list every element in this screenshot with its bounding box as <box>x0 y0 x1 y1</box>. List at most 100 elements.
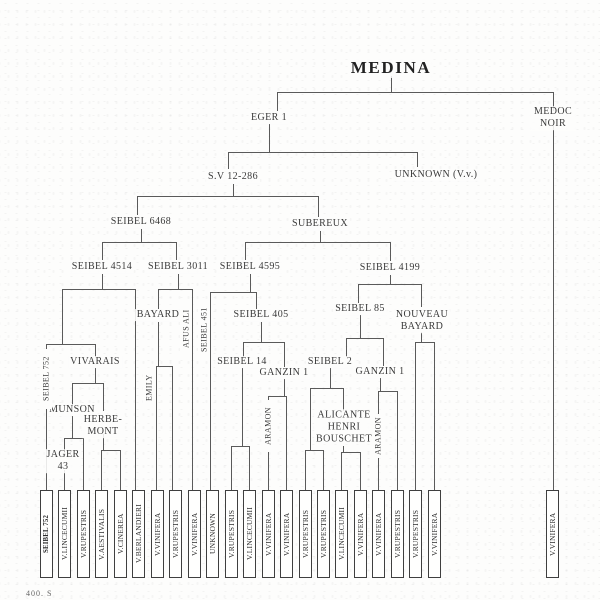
connector-line <box>380 378 381 392</box>
vertical-label-seibel-752: SEIBEL 752 <box>40 349 52 409</box>
connector-line <box>102 274 103 290</box>
connector-line <box>415 342 435 343</box>
leaf-box-v-lincecumii: V.LINCECUMII <box>58 490 71 578</box>
node-seibel-6468: SEIBEL 6468 <box>108 216 174 228</box>
connector-line <box>95 368 96 384</box>
node-medoc-noir: MEDOC NOIR <box>529 106 577 130</box>
connector-line <box>434 342 435 490</box>
node-herbe-mont: HERBE- MONT <box>81 414 125 438</box>
connector-line <box>277 92 554 93</box>
node-bayard: BAYARD <box>134 309 182 321</box>
connector-line <box>228 152 418 153</box>
connector-line <box>46 344 47 350</box>
connector-line <box>46 408 47 490</box>
connector-line <box>323 450 324 490</box>
node-nouveau-bayard: NOUVEAU BAYARD <box>393 309 451 333</box>
connector-line <box>64 438 65 453</box>
connector-line <box>72 383 104 384</box>
leaf-box-v-vinifera: V.VINIFERA <box>354 490 367 578</box>
node-medina: MEDINA <box>348 57 434 79</box>
connector-line <box>231 446 250 447</box>
connector-line <box>341 452 361 453</box>
connector-line <box>102 242 103 260</box>
node-seibel-14: SEIBEL 14 <box>215 356 269 368</box>
leaf-box-v-vinifera: V.VINIFERA <box>188 490 201 578</box>
leaf-box-v-vinifera: V.VINIFERA <box>428 490 441 578</box>
connector-line <box>192 289 193 490</box>
connector-line <box>341 452 342 490</box>
leaf-box-v-rupestris: V.RUPESTRIS <box>409 490 422 578</box>
connector-line <box>277 92 278 111</box>
connector-line <box>103 434 104 450</box>
node-alicante-henri-bouschet: ALICANTE HENRI BOUSCHET <box>314 409 374 445</box>
connector-line <box>243 342 285 343</box>
leaf-box-v-berlandieri: V.BERLANDIERI <box>132 490 145 578</box>
connector-line <box>310 388 311 450</box>
connector-line <box>397 391 398 490</box>
connector-line <box>390 242 391 261</box>
connector-line <box>310 388 344 389</box>
leaf-box-v-vinifera: V.VINIFERA <box>151 490 164 578</box>
connector-line <box>358 284 359 303</box>
vertical-label-seibel-451: SEIBEL 451 <box>198 299 210 361</box>
connector-line <box>103 383 104 411</box>
leaf-box-v-vinifera: V.VINIFERA <box>372 490 385 578</box>
connector-line <box>250 274 251 292</box>
connector-line <box>156 366 157 490</box>
vertical-label-afus-ali: AFUS ALI <box>180 303 192 355</box>
connector-line <box>46 344 96 345</box>
connector-line <box>268 396 287 397</box>
connector-line <box>64 438 84 439</box>
connector-line <box>268 396 269 402</box>
node-seibel-405: SEIBEL 405 <box>231 309 291 321</box>
connector-line <box>135 289 136 490</box>
node-ganzin-1: GANZIN 1 <box>353 366 407 378</box>
connector-line <box>360 315 361 339</box>
connector-line <box>172 366 173 490</box>
connector-line <box>383 338 384 366</box>
connector-line <box>421 284 422 307</box>
node-subereux: SUBEREUX <box>290 218 350 230</box>
connector-line <box>318 196 319 217</box>
connector-line <box>417 152 418 167</box>
connector-line <box>137 196 138 215</box>
caption-fragment: 400. S <box>26 589 53 598</box>
node-seibel-3011: SEIBEL 3011 <box>145 261 211 273</box>
connector-line <box>378 391 379 414</box>
connector-line <box>101 450 121 451</box>
leaf-box-v-rupestris: V.RUPESTRIS <box>225 490 238 578</box>
connector-line <box>343 446 344 453</box>
vertical-label-aramon: ARAMON <box>262 400 274 452</box>
connector-line <box>261 322 262 343</box>
node-eger-1: EGER 1 <box>248 112 290 124</box>
connector-line <box>305 450 324 451</box>
connector-line <box>269 124 270 153</box>
node-munson: MUNSON <box>47 404 97 416</box>
connector-line <box>95 344 96 357</box>
connector-line <box>72 383 73 405</box>
connector-line <box>83 438 84 490</box>
connector-line <box>245 242 246 260</box>
connector-line <box>378 391 398 392</box>
leaf-box-v-cinerea: V.CINEREA <box>114 490 127 578</box>
connector-line <box>284 342 285 367</box>
connector-line <box>210 292 211 490</box>
leaf-box-v-lincecumii: V.LINCECUMII <box>335 490 348 578</box>
connector-line <box>249 446 250 490</box>
connector-line <box>343 388 344 411</box>
connector-line <box>158 322 159 367</box>
leaf-box-v-rupestris: V.RUPESTRIS <box>317 490 330 578</box>
leaf-box-v-vinifera: V.VINIFERA <box>262 490 275 578</box>
vertical-label-aramon: ARAMON <box>372 414 384 458</box>
leaf-box-seibel-752: SEIBEL 752 <box>40 490 53 578</box>
node-seibel-2: SEIBEL 2 <box>305 356 355 368</box>
connector-line <box>210 292 257 293</box>
connector-line <box>158 289 159 309</box>
connector-line <box>391 76 392 92</box>
connector-line <box>242 368 243 447</box>
connector-line <box>141 229 142 243</box>
connector-line <box>120 450 121 490</box>
connector-line <box>156 366 173 367</box>
connector-line <box>553 92 554 111</box>
connector-line <box>245 242 391 243</box>
